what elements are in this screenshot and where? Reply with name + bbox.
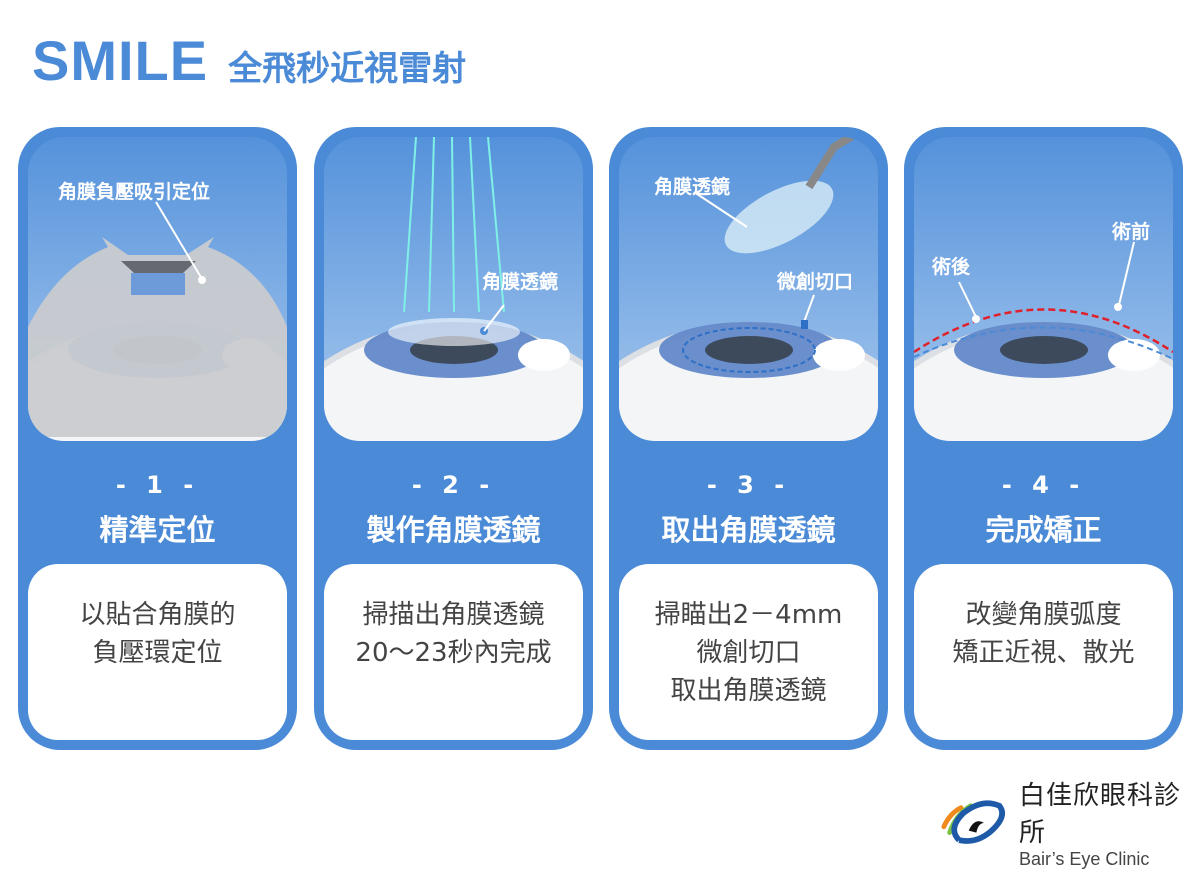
eye-icon [619, 137, 878, 441]
clinic-name-zh: 白佳欣眼科診所 [1019, 781, 1182, 848]
step-card-4: 術後 術前 - 4 - 完成矯正 改變角膜弧度矯正近視、散光 [904, 127, 1183, 750]
clinic-logo: 白佳欣眼科診所 Bair’s Eye Clinic [940, 775, 1200, 870]
eye-illustration: 角膜透鏡微創切口 [619, 137, 878, 441]
illustration-label: 術後 [932, 256, 971, 278]
step-description: 掃瞄出2－4mm 微創切口取出角膜透鏡 [619, 564, 878, 740]
step-card-2: 角膜透鏡 - 2 - 製作角膜透鏡 掃描出角膜透鏡 20～23秒內完成 [314, 127, 593, 750]
step-number: - 4 - [1001, 471, 1086, 499]
step-title: 精準定位 [99, 513, 216, 547]
step-description-line: 以貼合角膜的 [79, 600, 236, 630]
clinic-logo-icon [941, 799, 1005, 844]
illustration-label: 微創切口 [777, 271, 854, 293]
eye-illustration: 角膜負壓吸引定位 [28, 137, 287, 441]
eye-icon [28, 201, 287, 441]
step-card-1: 角膜負壓吸引定位 - 1 - 精準定位 以貼合角膜的負壓環定位 [18, 127, 297, 750]
step-number: - 3 - [706, 471, 791, 499]
step-description: 改變角膜弧度矯正近視、散光 [914, 564, 1173, 740]
step-description: 掃描出角膜透鏡 20～23秒內完成 [324, 564, 583, 740]
step-title: 完成矯正 [985, 513, 1102, 547]
title-en: SMILE [32, 29, 209, 92]
step-description-line: 負壓環定位 [92, 638, 223, 668]
title-zh: 全飛秒近視雷射 [228, 49, 467, 89]
step-description-line: 微創切口 [696, 638, 801, 668]
step-description-line: 取出角膜透鏡 [670, 676, 827, 706]
step-description: 以貼合角膜的負壓環定位 [28, 564, 287, 740]
step-description-line: 矯正近視、散光 [952, 638, 1135, 668]
illustration-label: 角膜透鏡 [482, 271, 559, 293]
page-title: SMILE 全飛秒近視雷射 [32, 28, 466, 93]
eye-illustration: 術後 術前 [914, 137, 1173, 441]
step-description-line: 掃描出角膜透鏡 [362, 600, 545, 630]
step-number: - 2 - [411, 471, 496, 499]
illustration-label: 角膜負壓吸引定位 [58, 181, 211, 203]
step-description-line: 20～23秒內完成 [355, 638, 552, 668]
step-title: 取出角膜透鏡 [661, 513, 836, 547]
eye-icon [324, 137, 583, 441]
eye-icon [914, 241, 1173, 441]
clinic-name-en: Bair’s Eye Clinic [1019, 849, 1150, 869]
illustration-label: 術前 [1112, 221, 1151, 243]
eye-illustration: 角膜透鏡 [324, 137, 583, 441]
step-description-line: 改變角膜弧度 [965, 600, 1122, 630]
step-description-line: 掃瞄出2－4mm [654, 600, 843, 630]
step-title: 製作角膜透鏡 [366, 513, 541, 547]
step-number: - 1 - [115, 471, 200, 499]
illustration-label: 角膜透鏡 [654, 176, 731, 198]
